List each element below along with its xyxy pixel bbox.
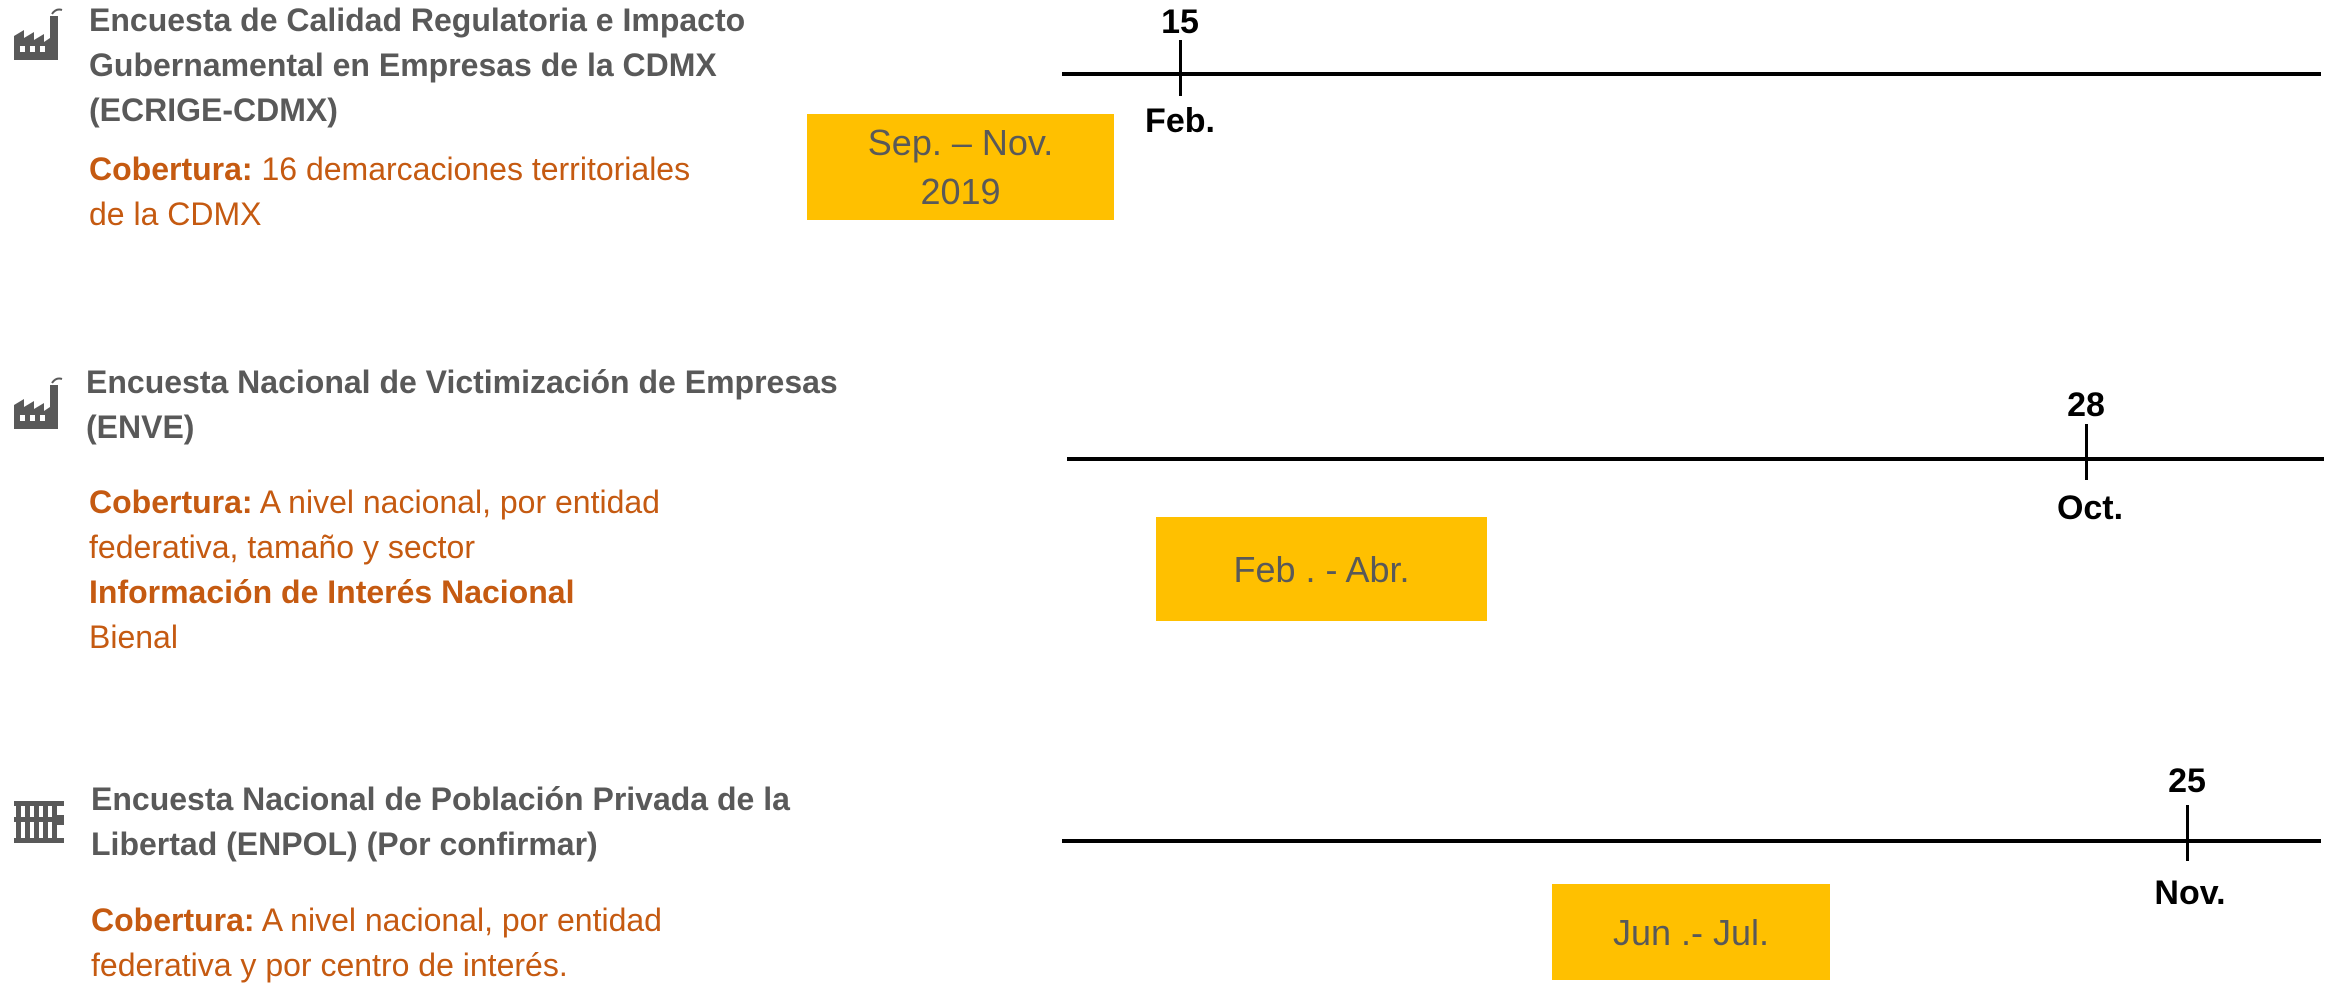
publication-day: 25 (2168, 762, 2206, 800)
survey-title: Encuesta Nacional de Población Privada d… (91, 781, 790, 862)
collection-period-bar: Feb . - Abr. (1156, 517, 1487, 621)
publication-tick (1179, 40, 1182, 96)
timeline-axis (1062, 839, 2321, 843)
timeline-axis (1062, 72, 2321, 76)
coverage-text: Cobertura: A nivel nacional, por entidad… (89, 480, 660, 660)
coverage-text: Cobertura: A nivel nacional, por entidad… (91, 902, 662, 983)
publication-day: 28 (2067, 386, 2105, 424)
publication-tick (2186, 805, 2189, 861)
coverage-text: Cobertura: 16 demarcaciones territoriale… (89, 151, 691, 232)
timeline-axis (1067, 457, 2324, 461)
collection-period-bar: Jun .- Jul. (1552, 884, 1830, 980)
survey-title: Encuesta Nacional de Victimización de Em… (86, 364, 838, 445)
publication-tick (2085, 424, 2088, 480)
factory-icon (14, 8, 63, 60)
survey-title: Encuesta de Calidad Regulatoria e Impact… (89, 2, 746, 128)
collection-period-bar: Sep. – Nov. 2019 (807, 114, 1114, 220)
factory-icon (14, 377, 63, 429)
publication-month: Nov. (2154, 874, 2226, 912)
publication-day: 15 (1161, 3, 1199, 41)
interest-label: Información de Interés Nacional (89, 574, 575, 610)
prison-icon (14, 801, 64, 843)
publication-month: Feb. (1145, 102, 1215, 140)
publication-month: Oct. (2056, 489, 2124, 527)
frequency-text: Bienal (89, 619, 178, 655)
